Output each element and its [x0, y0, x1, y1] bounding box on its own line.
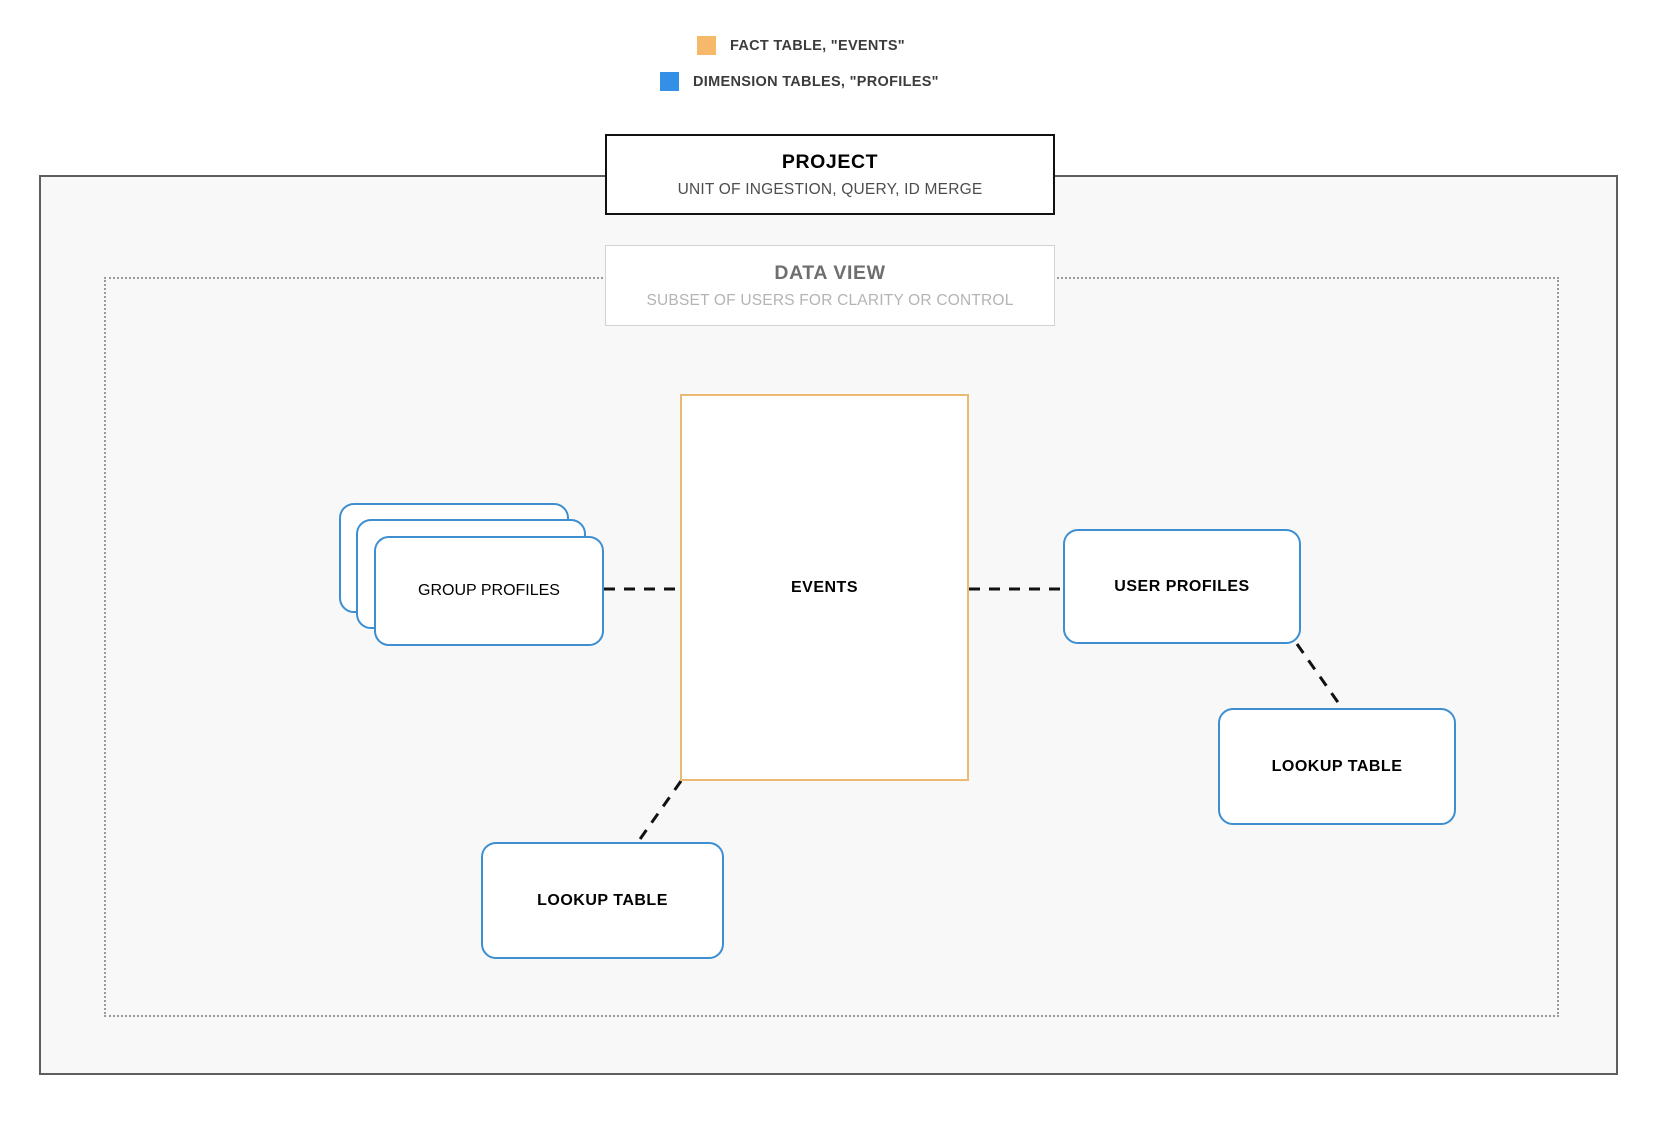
group-profiles-stack-card-front[interactable]: GROUP PROFILES: [374, 536, 604, 646]
data-view-title: DATA VIEW: [774, 261, 886, 284]
project-header-box: PROJECT UNIT OF INGESTION, QUERY, ID MER…: [605, 134, 1055, 215]
square-swatch-icon: [697, 36, 716, 55]
square-swatch-icon: [660, 72, 679, 91]
legend-item-dimension-tables: DIMENSION TABLES, "PROFILES": [660, 72, 939, 91]
legend-label-fact-table: FACT TABLE, "EVENTS": [730, 37, 905, 54]
project-subtitle: UNIT OF INGESTION, QUERY, ID MERGE: [677, 180, 983, 198]
node-lookup-table-left-label: LOOKUP TABLE: [537, 891, 668, 909]
node-group-profiles-label: GROUP PROFILES: [418, 582, 560, 599]
node-user-profiles-label: USER PROFILES: [1114, 577, 1250, 595]
project-title: PROJECT: [781, 150, 879, 173]
node-lookup-table-left[interactable]: LOOKUP TABLE: [481, 842, 724, 959]
data-view-subtitle: SUBSET OF USERS FOR CLARITY OR CONTROL: [646, 291, 1014, 309]
node-lookup-table-right[interactable]: LOOKUP TABLE: [1218, 708, 1456, 825]
node-group-profiles[interactable]: GROUP PROFILES: [339, 503, 604, 646]
legend-item-fact-table: FACT TABLE, "EVENTS": [697, 36, 905, 55]
node-events-label: EVENTS: [790, 578, 858, 596]
node-lookup-table-right-label: LOOKUP TABLE: [1271, 757, 1403, 775]
node-events[interactable]: EVENTS: [680, 394, 969, 781]
data-view-header-box: DATA VIEW SUBSET OF USERS FOR CLARITY OR…: [605, 245, 1055, 326]
node-user-profiles[interactable]: USER PROFILES: [1063, 529, 1301, 644]
legend-label-dimension-tables: DIMENSION TABLES, "PROFILES": [693, 73, 939, 90]
